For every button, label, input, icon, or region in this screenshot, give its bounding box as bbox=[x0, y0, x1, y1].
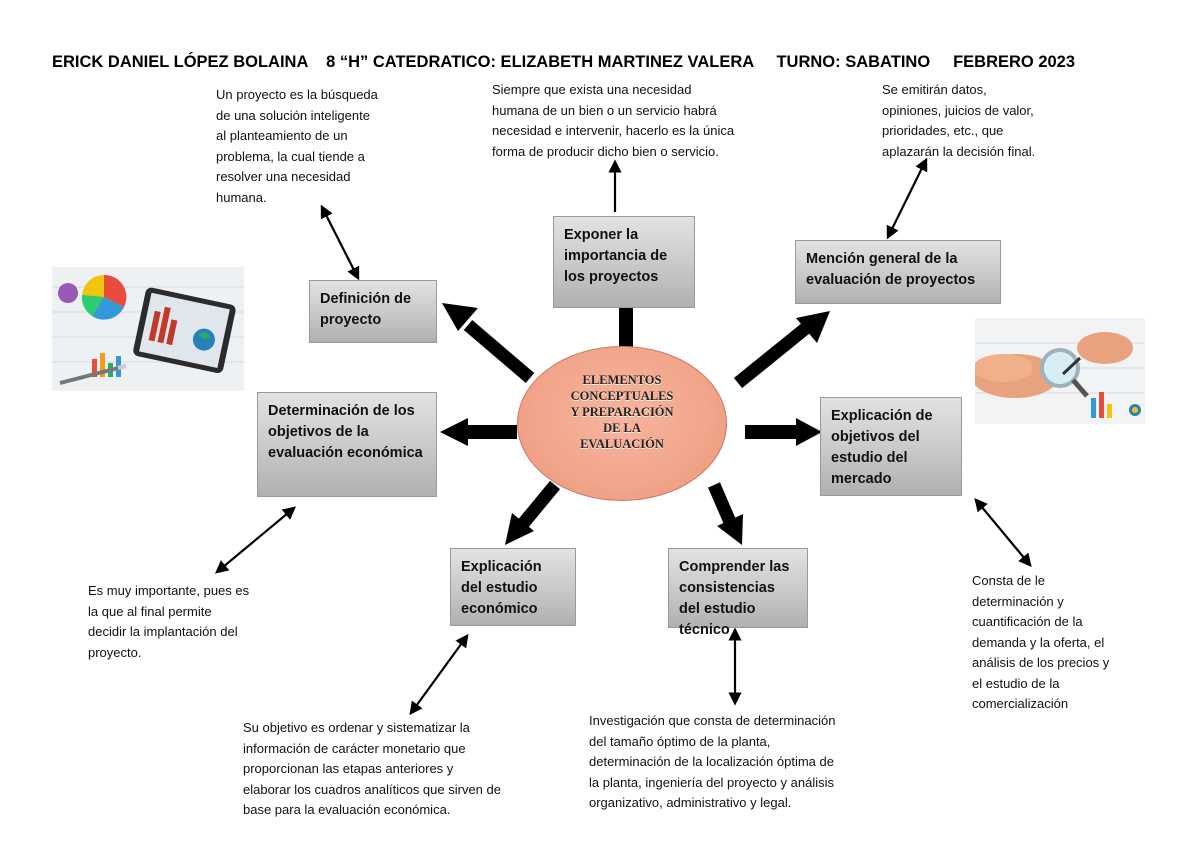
note-determinacion: Es muy importante, pues es la que al fin… bbox=[88, 583, 250, 660]
connector-explicacion-mercado bbox=[974, 497, 1032, 568]
central-ellipse bbox=[517, 346, 727, 501]
tablet-charts-illustration bbox=[52, 267, 244, 391]
note-explicacion-mercado: Consta de le determinación y cuantificac… bbox=[972, 573, 1110, 711]
arrow-to-comprender bbox=[708, 482, 743, 545]
box-explicacion-economico: Explicación del estudio económico bbox=[450, 548, 576, 626]
arrow-to-explicacion-mercado bbox=[745, 418, 822, 446]
note-explicacion-economico: Su objetivo es ordenar y sistematizar la… bbox=[243, 720, 501, 817]
thin-connectors bbox=[214, 157, 1032, 716]
box-exponer-importancia: Exponer la importancia de los proyectos bbox=[553, 216, 695, 308]
connector-definicion bbox=[320, 204, 360, 281]
note-definicion: Un proyecto es la búsqueda de una soluci… bbox=[216, 87, 378, 205]
connector-determinacion bbox=[214, 506, 297, 574]
page-header: ERICK DANIEL LÓPEZ BOLAINA 8 “H” CATEDRA… bbox=[52, 53, 1076, 71]
arrow-to-determinacion bbox=[440, 418, 517, 446]
box-definicion-proyecto: Definición de proyecto bbox=[309, 280, 437, 343]
arrow-up-to-exponer bbox=[619, 307, 633, 347]
note-comprender: Investigación que consta de determinació… bbox=[589, 713, 836, 810]
hands-magnifier-image bbox=[975, 318, 1145, 424]
tablet-charts-image bbox=[52, 267, 244, 391]
box-comprender-consistencias: Comprender las consistencias del estudio… bbox=[668, 548, 808, 638]
central-title: ELEMENTOS CONCEPTUALES Y PREPARACIÓN DE … bbox=[570, 373, 674, 451]
box-mencion-general: Mención general de la evaluación de proy… bbox=[795, 240, 1001, 304]
connector-explicacion-economico bbox=[409, 633, 469, 716]
box-determinacion-objetivos: Determinación de los objetivos de la eva… bbox=[257, 392, 437, 497]
connector-mencion bbox=[886, 157, 928, 240]
arrow-to-mencion bbox=[733, 311, 830, 389]
arrow-to-explicacion-economico bbox=[505, 480, 561, 545]
hands-magnifier-illustration bbox=[975, 318, 1145, 424]
box-explicacion-mercado: Explicación de objetivos del estudio del… bbox=[820, 397, 962, 496]
arrow-to-definicion bbox=[442, 303, 535, 383]
thick-arrows bbox=[440, 303, 830, 545]
note-mencion: Se emitirán datos, opiniones, juicios de… bbox=[882, 82, 1036, 159]
note-exponer: Siempre que exista una necesidad humana … bbox=[492, 82, 735, 159]
